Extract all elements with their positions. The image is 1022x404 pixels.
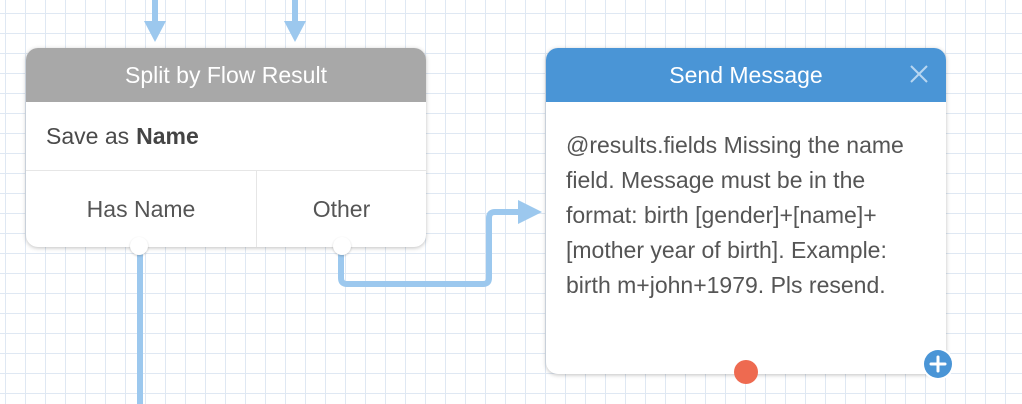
split-exits: Has Name Other (26, 171, 426, 255)
send-node-header[interactable]: Send Message (546, 48, 946, 102)
save-as-label: Save as (46, 122, 130, 149)
incoming-arrowhead-right (284, 21, 306, 42)
close-icon[interactable] (908, 63, 930, 85)
exit-other[interactable]: Other (257, 171, 426, 255)
split-node-header[interactable]: Split by Flow Result (26, 48, 426, 102)
split-node-title: Split by Flow Result (125, 61, 327, 88)
split-by-flow-result-node[interactable]: Split by Flow Result Save as Name Has Na… (26, 48, 426, 255)
save-as-value: Name (136, 122, 199, 149)
incoming-arrowhead-left (144, 21, 166, 42)
missing-exit-dot[interactable] (734, 360, 758, 384)
other-exit-connector (338, 209, 523, 287)
exit-other-label: Other (312, 195, 371, 222)
exit-has-name-handle[interactable] (130, 237, 148, 255)
send-node-title: Send Message (669, 61, 823, 88)
exit-has-name[interactable]: Has Name (26, 171, 257, 255)
plus-icon[interactable] (924, 350, 952, 378)
exit-other-handle[interactable] (333, 237, 351, 255)
message-text: @results.fields Missing the name field. … (566, 132, 904, 298)
send-message-node[interactable]: Send Message @results.fields Missing the… (546, 48, 952, 384)
other-exit-arrowhead (518, 200, 542, 224)
exit-has-name-label: Has Name (86, 195, 196, 222)
save-as-row: Save as Name (26, 102, 426, 171)
